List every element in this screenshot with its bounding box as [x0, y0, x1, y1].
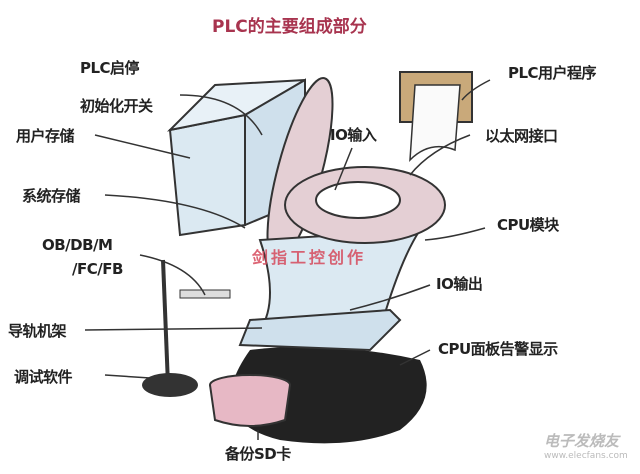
label-ethernet: 以太网接口	[485, 127, 558, 145]
pointer-line	[349, 284, 431, 311]
plunger-handle	[161, 259, 170, 386]
label-plc-start-stop: PLC启停	[80, 59, 140, 77]
pointer-lines	[84, 79, 491, 440]
logo-url: www.elecfans.com	[544, 451, 628, 461]
pot-body	[209, 384, 291, 427]
logo-name: 电子发烧友	[544, 432, 620, 450]
seat-hole	[315, 181, 401, 219]
pointer-line	[334, 147, 353, 191]
label-user-program: PLC用户程序	[508, 64, 597, 82]
pointer-line	[424, 227, 486, 241]
label-blocks-2: /FC/FB	[72, 260, 123, 278]
label-debug-software: 调试软件	[14, 368, 73, 386]
label-rail-rack: 导轨机架	[8, 322, 67, 340]
pointer-line	[179, 94, 263, 136]
pointer-line	[84, 327, 263, 331]
label-cpu-module: CPU模块	[497, 216, 559, 234]
label-cpu-panel-alarm: CPU面板告警显示	[438, 340, 558, 358]
paper-roll	[409, 84, 461, 162]
label-user-memory: 用户存储	[16, 127, 75, 145]
diagram-title: PLC的主要组成部分	[212, 17, 367, 37]
pointer-line	[461, 79, 491, 101]
pointer-line	[94, 134, 191, 159]
label-backup-sd: 备份SD卡	[225, 445, 291, 463]
pointer-line	[409, 134, 471, 176]
elecfans-logo: 电子发烧友 www.elecfans.com	[514, 430, 628, 461]
label-init-switch: 初始化开关	[80, 97, 153, 115]
pointer-line	[399, 349, 431, 366]
label-system-memory: 系统存储	[22, 187, 81, 205]
pointer-line	[139, 254, 206, 296]
label-io-output: IO输出	[436, 275, 483, 293]
pointer-line	[104, 374, 151, 379]
pointer-line	[104, 194, 246, 229]
label-blocks-1: OB/DB/M	[42, 236, 113, 254]
plunger-cup	[142, 373, 198, 397]
base	[238, 308, 402, 352]
watermark: 剑指工控创作	[252, 248, 367, 267]
tank-front	[168, 113, 246, 237]
label-io-input: IO输入	[330, 126, 377, 144]
